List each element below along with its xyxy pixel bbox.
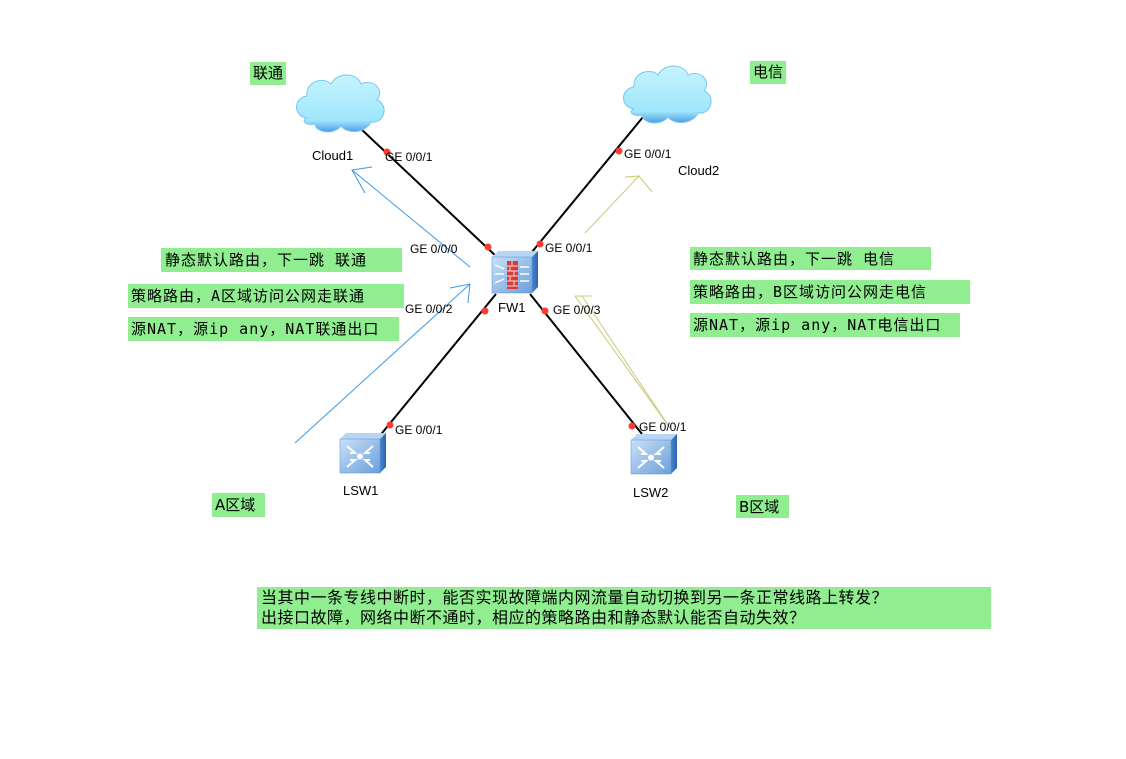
- port-label-fw1-ge000: GE 0/0/0: [410, 242, 458, 256]
- note-left-static-route: 静态默认路由，下一跳 联通: [161, 248, 402, 272]
- note-right-policy-route: 策略路由，B区域访问公网走电信: [690, 280, 970, 304]
- question-line-1: 当其中一条专线中断时，能否实现故障端内网流量自动切换到另一条正常线路上转发？: [261, 588, 889, 607]
- question-line-2: 出接口故障，网络中断不通时，相应的策略路由和静态默认能否自动失效？: [261, 608, 806, 627]
- note-right-source-nat: 源NAT，源ip any，NAT电信出口: [690, 313, 960, 337]
- link-fw1-lsw1: [377, 293, 497, 439]
- port-dot-fw1-ge000: [484, 243, 492, 251]
- isp-label-unicom: 联通: [250, 62, 287, 85]
- arrow-a-to-unicom: [351, 166, 471, 268]
- port-dot-fw1-ge002: [481, 307, 489, 315]
- question-box: 当其中一条专线中断时，能否实现故障端内网流量自动切换到另一条正常线路上转发？ 出…: [257, 587, 991, 629]
- arrow-a-to-fw1: [294, 283, 471, 444]
- device-label-cloud2: Cloud2: [678, 163, 720, 178]
- isp-label-telecom: 电信: [750, 61, 787, 84]
- cloud1-icon[interactable]: [296, 74, 385, 133]
- port-label-fw1-ge002: GE 0/0/2: [405, 302, 453, 316]
- port-dot-cloud1: [383, 148, 391, 156]
- port-label-fw1-ge003: GE 0/0/3: [553, 303, 601, 317]
- link-fw1-cloud2: [526, 116, 644, 259]
- note-right-static-route: 静态默认路由，下一跳 电信: [690, 247, 931, 270]
- note-left-source-nat: 源NAT，源ip any，NAT联通出口: [128, 317, 399, 341]
- port-dot-fw1-ge003: [541, 307, 549, 315]
- zone-label-b: B区域: [736, 495, 789, 518]
- cloud2-icon[interactable]: [623, 65, 712, 124]
- zone-label-a: A区域: [212, 493, 265, 517]
- arrow-b-to-telecom: [584, 175, 653, 234]
- device-label-lsw2: LSW2: [633, 485, 669, 500]
- device-label-fw1: FW1: [498, 300, 526, 315]
- switch-lsw2-icon[interactable]: [630, 434, 677, 475]
- link-fw1-lsw2: [529, 293, 643, 435]
- firewall-icon[interactable]: [491, 251, 538, 294]
- link-fw1-cloud1: [359, 127, 499, 259]
- note-left-policy-route: 策略路由，A区域访问公网走联通: [128, 284, 404, 308]
- device-label-cloud1: Cloud1: [312, 148, 354, 163]
- port-label-cloud1: GE 0/0/1: [385, 150, 433, 164]
- port-dot-fw1-ge001: [536, 240, 544, 248]
- port-label-lsw1: GE 0/0/1: [395, 423, 443, 437]
- port-label-lsw2: GE 0/0/1: [639, 420, 687, 434]
- port-dot-lsw1: [386, 421, 394, 429]
- port-label-cloud2: GE 0/0/1: [624, 147, 672, 161]
- port-dot-lsw2: [628, 422, 636, 430]
- switch-lsw1-icon[interactable]: [339, 433, 386, 474]
- arrow-b-to-fw1: [574, 295, 671, 429]
- port-label-fw1-ge001: GE 0/0/1: [545, 241, 593, 255]
- device-label-lsw1: LSW1: [343, 483, 379, 498]
- port-dot-cloud2: [615, 147, 623, 155]
